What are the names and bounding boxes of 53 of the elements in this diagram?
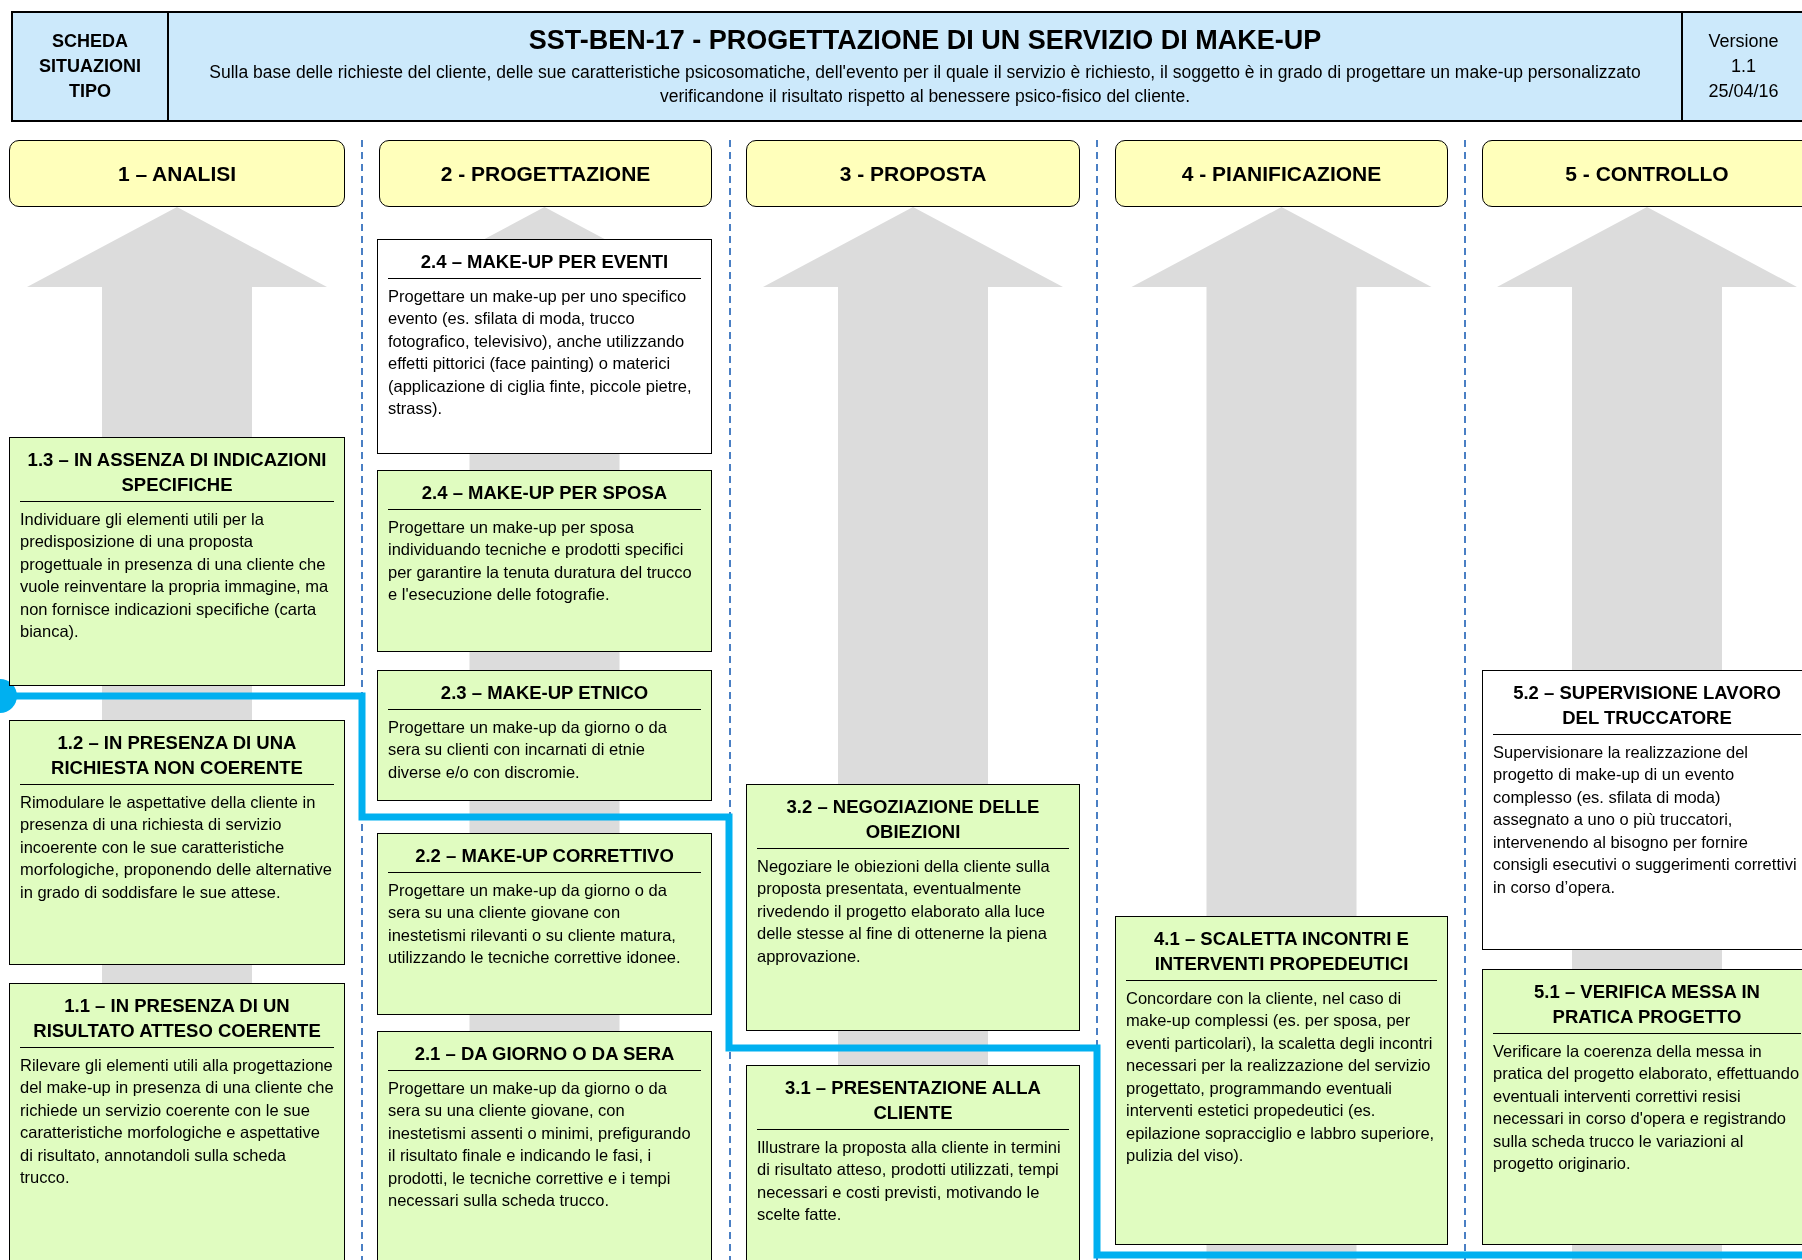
step-card [377, 1031, 712, 1260]
card-heading: 2.4 – MAKE-UP PER SPOSA [388, 477, 701, 510]
card-text: Progettare un make-up da giorno o da sera su una cliente giovane, con inestetismi assenti o minimi, prefigurando il risultato finale e indicando le fasi, i prodotti, le tecniche correttive e i tempi necessari sulla scheda trucco. [388, 1077, 692, 1212]
card-text: Rimodulare le aspettative della cliente in presenza di una richiesta di servizio incoerente con le sue caratteristiche morfologiche, proponendo delle alternative in grado di soddisfare le sue attese. [20, 791, 333, 903]
version-label: Versione [1708, 29, 1779, 53]
card-heading: 3.1 – PRESENTAZIONE ALLA CLIENTE [757, 1072, 1069, 1130]
card-text: Individuare gli elementi utili per la predisposizione di una proposta progettuale in presenza di una cliente che vuole reinventare la propria immagine, ma non fornisce indicazioni specifiche (carta bianca). [20, 508, 330, 643]
sheet-title: SST-BEN-17 - PROGETTAZIONE DI UN SERVIZIO DI MAKE-UP [528, 24, 1322, 56]
card-heading: 1.1 – IN PRESENZA DI UN RISULTATO ATTESO COERENTE [20, 990, 334, 1048]
phase-header: 1 – ANALISI [9, 140, 345, 207]
version-number: 1.1 [1731, 54, 1756, 78]
card-heading: 1.3 – IN ASSENZA DI INDICAZIONI SPECIFICHE [20, 444, 334, 502]
phase-header: 2 - PROGETTAZIONE [379, 140, 712, 207]
card-text: Concordare con la cliente, nel caso di make-up complessi (es. per sposa, per eventi particolari), la scaletta degli incontri necessari per la realizzazione del servizio progettato, programmando eventuali interventi estetici propedeutici (es. epilazione sopracciglio e labbro superiore, pulizia del viso). [1126, 987, 1436, 1166]
version-date: 25/04/16 [1708, 80, 1779, 104]
step-card [746, 784, 1080, 1031]
card-heading: 3.2 – NEGOZIAZIONE DELLE OBIEZIONI [757, 791, 1069, 849]
card-text: Progettare un make-up per sposa individuando tecniche e prodotti specifici per garantire la tenuta duratura del trucco e l'esecuzione delle fotografie. [388, 516, 693, 606]
phase-header: 5 - CONTROLLO [1482, 140, 1802, 207]
card-heading: 5.2 – SUPERVISIONE LAVORO DEL TRUCCATORE [1493, 677, 1801, 735]
step-card [377, 239, 712, 454]
header-cell [1681, 11, 1802, 122]
step-card [9, 720, 345, 965]
step-card [9, 437, 345, 686]
card-heading: 2.2 – MAKE-UP CORRETTIVO [388, 840, 701, 873]
sheet-type-label: SCHEDA SITUAZIONI TIPO [38, 29, 142, 104]
card-heading: 2.1 – DA GIORNO O DA SERA [388, 1038, 701, 1071]
step-card [377, 833, 712, 1015]
card-text: Progettare un make-up da giorno o da sera su una cliente giovane con inestetismi rilevanti o su cliente matura, utilizzando le tecniche correttive idonee. [388, 879, 682, 969]
card-text: Rilevare gli elementi utili alla progettazione del make-up in presenza di una cliente che richiede un servizio coerente con le sue caratteristiche morfologiche e aspettative di risultato, annotandoli sulla scheda trucco. [20, 1054, 334, 1189]
phase-header: 4 - PIANIFICAZIONE [1115, 140, 1448, 207]
header-cell [167, 11, 1683, 122]
sheet-description: Sulla base delle richieste del cliente, delle sue caratteristiche psicosomatiche, dell'evento per il quale il servizio è richiesto, il soggetto è in grado di progettare un make-up personalizzato verificandone il risultato rispetto al benessere psico-fisico del cliente. [208, 60, 1642, 108]
step-card [1482, 969, 1802, 1245]
card-text: Verificare la coerenza della messa in pratica del progetto elaborato, effettuando eventuali interventi correttivi resisi necessari in corso d'opera e registrando sulla scheda trucco le variazioni al progetto originario. [1493, 1040, 1801, 1175]
step-card [9, 983, 345, 1260]
card-heading: 2.4 – MAKE-UP PER EVENTI [388, 246, 701, 279]
step-card [377, 670, 712, 801]
step-card [1482, 670, 1802, 950]
card-text: Progettare un make-up per uno specifico evento (es. sfilata di moda, trucco fotografico, televisivo), anche utilizzando effetti pittorici (face painting) o materici (applicazione di ciglia finte, piccole pietre, strass). [388, 285, 693, 420]
card-text: Progettare un make-up da giorno o da sera su clienti con incarnati di etnie diverse e/o con discromie. [388, 716, 668, 783]
card-heading: 4.1 – SCALETTA INCONTRI E INTERVENTI PROPEDEUTICI [1126, 923, 1437, 981]
step-card [377, 470, 712, 652]
card-heading: 1.2 – IN PRESENZA DI UNA RICHIESTA NON COERENTE [20, 727, 334, 785]
phase-header: 3 - PROPOSTA [746, 140, 1080, 207]
step-card [1115, 916, 1448, 1245]
step-card [746, 1065, 1080, 1260]
header-cell [11, 11, 169, 122]
card-text: Supervisionare la realizzazione del progetto di make-up di un evento complesso (es. sfilata di moda) assegnato a uno o più truccatori, intervenendo al bisogno per fornire consigli esecutivi o suggerimenti correttivi in corso d’opera. [1493, 741, 1798, 898]
card-text: Negoziare le obiezioni della cliente sulla proposta presentata, eventualmente rivedendo il progetto elaborato alla luce delle stesse al fine di ottenerne la piena approvazione. [757, 855, 1051, 967]
card-text: Illustrare la proposta alla cliente in termini di risultato atteso, prodotti utilizzati, tempi necessari e costi previsti, motivando le scelte fatte. [757, 1136, 1062, 1226]
card-heading: 5.1 – VERIFICA MESSA IN PRATICA PROGETTO [1493, 976, 1801, 1034]
card-heading: 2.3 – MAKE-UP ETNICO [388, 677, 701, 710]
